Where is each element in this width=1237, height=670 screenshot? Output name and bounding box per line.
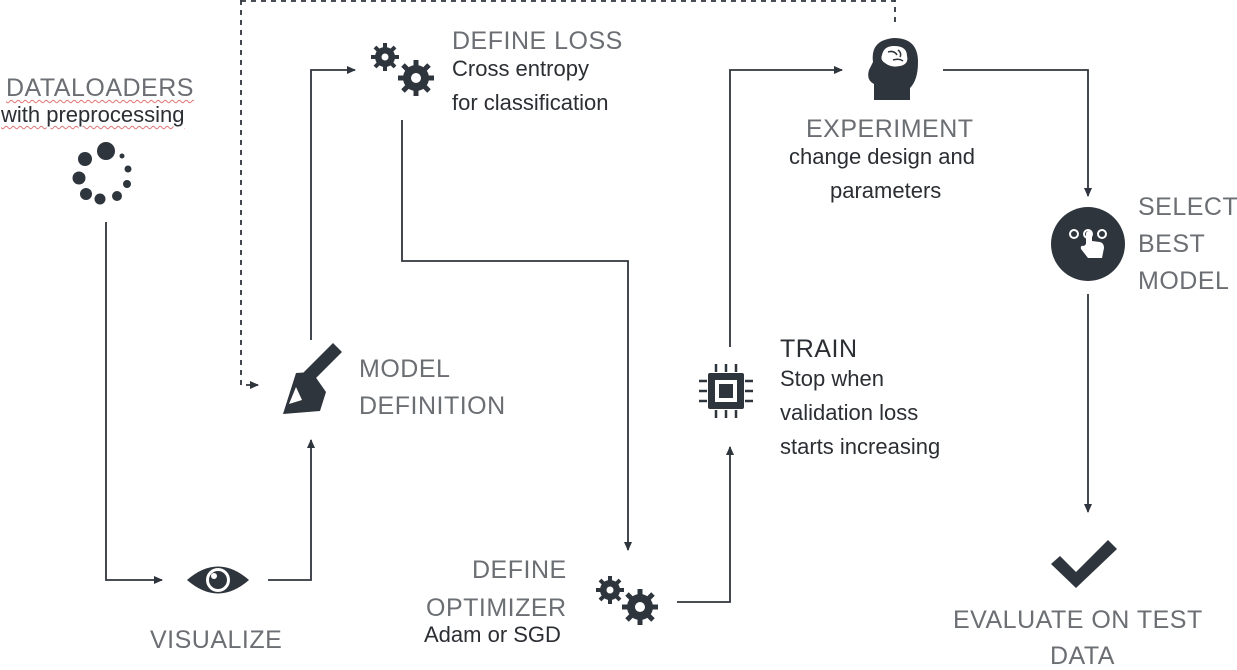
define-loss-desc-line1: Cross entropy	[452, 56, 589, 81]
connector-loss-to-optimizer	[401, 120, 632, 551]
experiment-title: EXPERIMENT	[806, 115, 974, 143]
experiment-desc-line2: parameters	[830, 178, 942, 203]
connector-train-to-experiment	[729, 66, 843, 347]
select-best-model-line1: SELECT	[1138, 193, 1237, 221]
dataloaders-title: DATALOADERS	[6, 74, 194, 102]
select-best-model-line3: MODEL	[1138, 267, 1230, 295]
model-definition-title-line1: MODEL	[359, 355, 451, 383]
connector-experiment-to-select	[943, 69, 1092, 197]
define-loss-title: DEFINE LOSS	[452, 27, 623, 55]
define-optimizer-title-line2: OPTIMIZER	[426, 594, 567, 622]
connector-visualize-to-model	[268, 439, 315, 581]
model-definition-title-line2: DEFINITION	[359, 392, 506, 420]
train-title: TRAIN	[780, 335, 858, 363]
select-best-model-line2: BEST	[1138, 230, 1206, 258]
eye-icon	[187, 566, 249, 594]
gears-icon-loss	[371, 43, 434, 96]
evaluate-title-line2: DATA	[1050, 642, 1115, 670]
loading-spinner-icon	[72, 142, 132, 205]
evaluate-title-line1: EVALUATE ON TEST	[953, 606, 1203, 634]
define-loss-desc-line2: for classification	[452, 90, 609, 115]
connector-optimizer-to-train	[677, 446, 734, 603]
dataloaders-desc: with preprocessing	[1, 102, 185, 127]
connector-model-to-loss	[310, 66, 356, 340]
visualize-title: VISUALIZE	[150, 626, 283, 654]
train-desc-line3: starts increasing	[780, 434, 941, 459]
train-desc-line2: validation loss	[780, 400, 919, 425]
connector-dataloaders-to-visualize	[105, 222, 163, 584]
pen-writing-icon	[283, 343, 342, 414]
define-optimizer-desc: Adam or SGD	[424, 622, 561, 647]
define-optimizer-title-line1: DEFINE	[472, 556, 567, 584]
touch-select-icon	[1051, 207, 1125, 281]
experiment-desc-line1: change design and	[789, 144, 975, 169]
train-desc-line1: Stop when	[780, 366, 884, 391]
cpu-chip-icon	[699, 364, 753, 418]
brain-head-icon	[868, 38, 918, 100]
checkmark-icon	[1051, 540, 1117, 588]
connector-feedback-loop	[240, 0, 896, 385]
gears-icon-optimizer	[596, 576, 658, 625]
